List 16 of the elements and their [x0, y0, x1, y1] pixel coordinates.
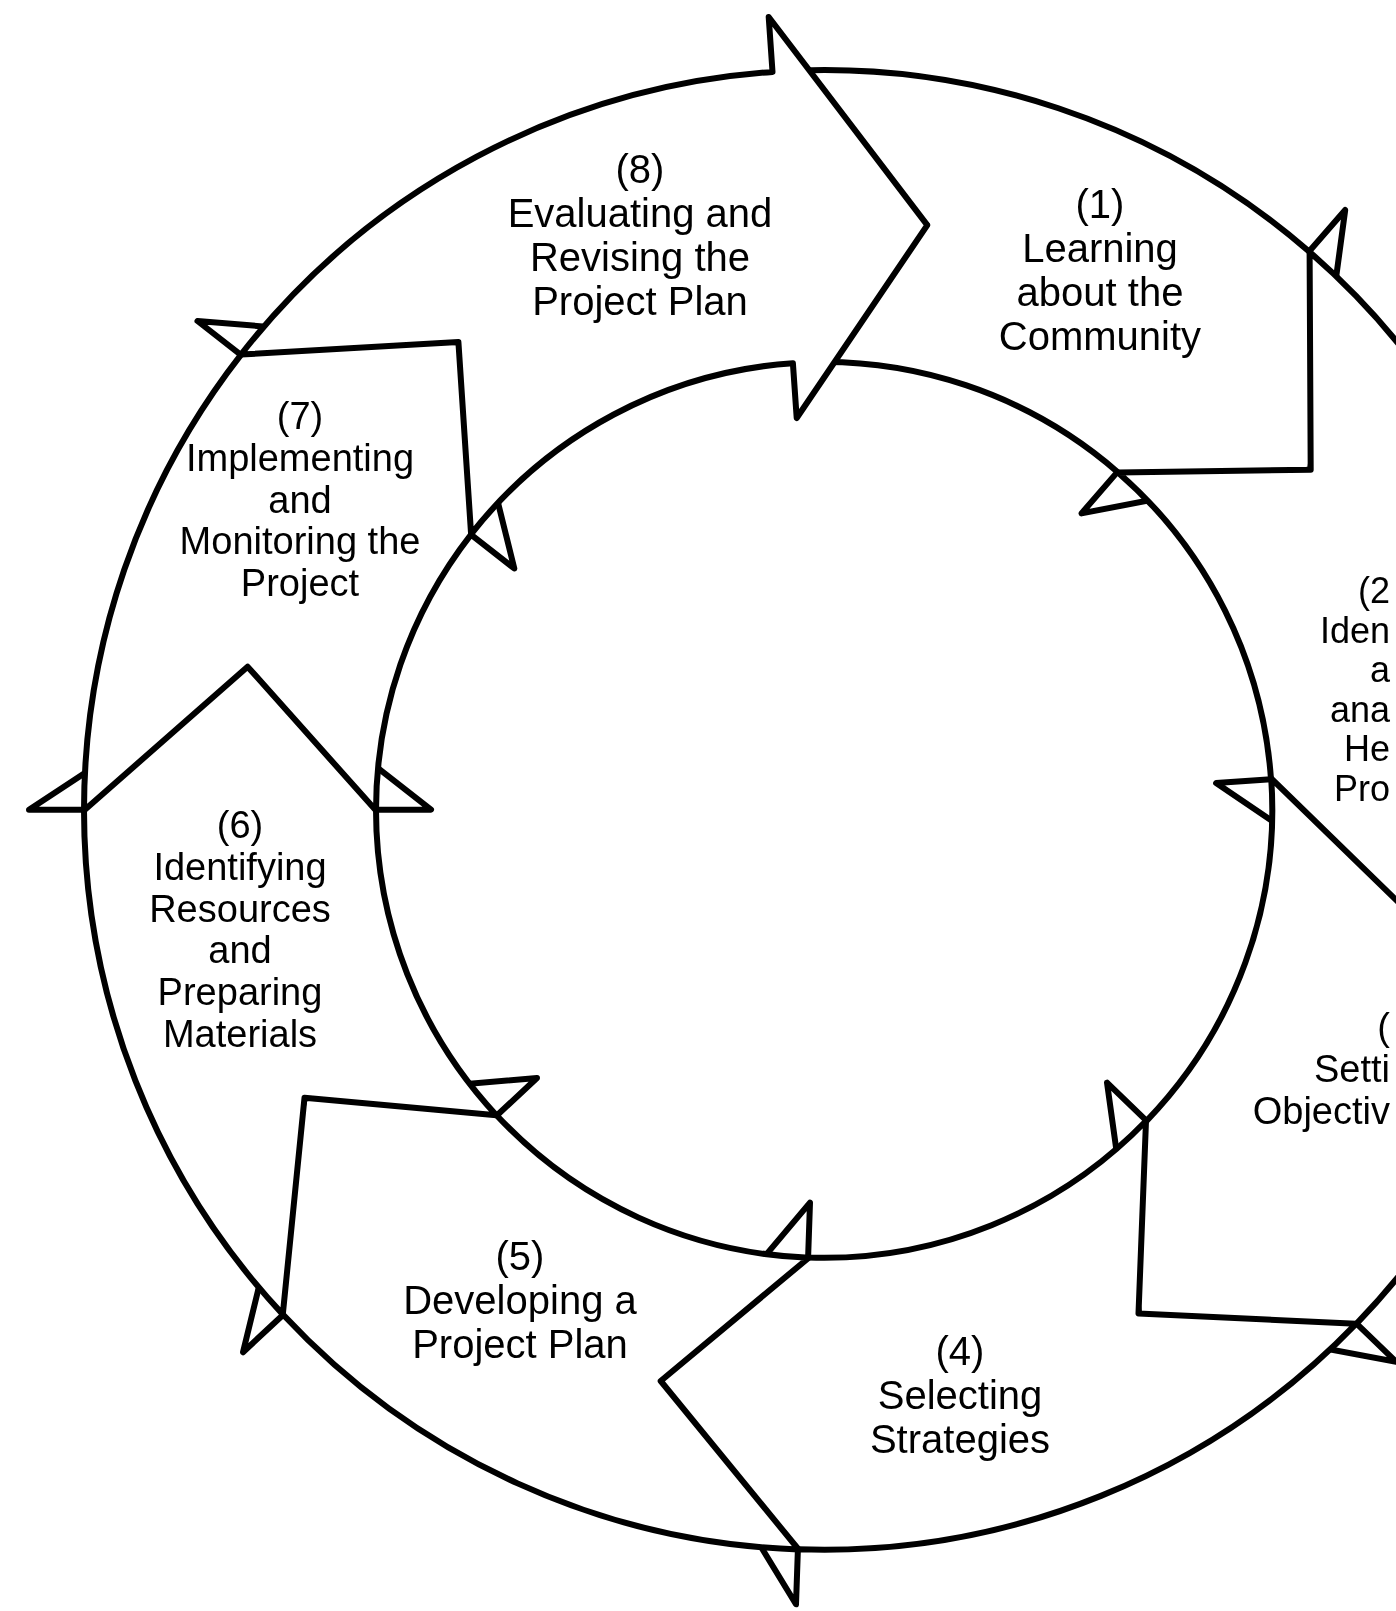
step-label: Iden a ana He Pro — [1319, 610, 1390, 809]
step-number: ( — [1377, 1007, 1390, 1050]
step-label: Developing a Project Plan — [402, 1278, 638, 1366]
step-label: Setti Objectiv — [1252, 1049, 1390, 1133]
step-number: (1) — [1075, 182, 1125, 226]
step-label: Evaluating and Revising the Project Plan — [506, 191, 774, 323]
step-number: (7) — [276, 395, 324, 438]
step-label: Selecting Strategies — [868, 1373, 1052, 1461]
step-number: (5) — [495, 1234, 545, 1278]
step-number: (2 — [1357, 571, 1390, 611]
step-label: Identifying Resources and Preparing Materials — [148, 846, 332, 1056]
step-number: (8) — [615, 147, 665, 191]
step-number: (6) — [216, 804, 264, 847]
step-label: Learning about the Community — [997, 226, 1203, 358]
step-label: Implementing and Monitoring the Project — [178, 437, 422, 605]
step-number: (4) — [935, 1329, 985, 1373]
